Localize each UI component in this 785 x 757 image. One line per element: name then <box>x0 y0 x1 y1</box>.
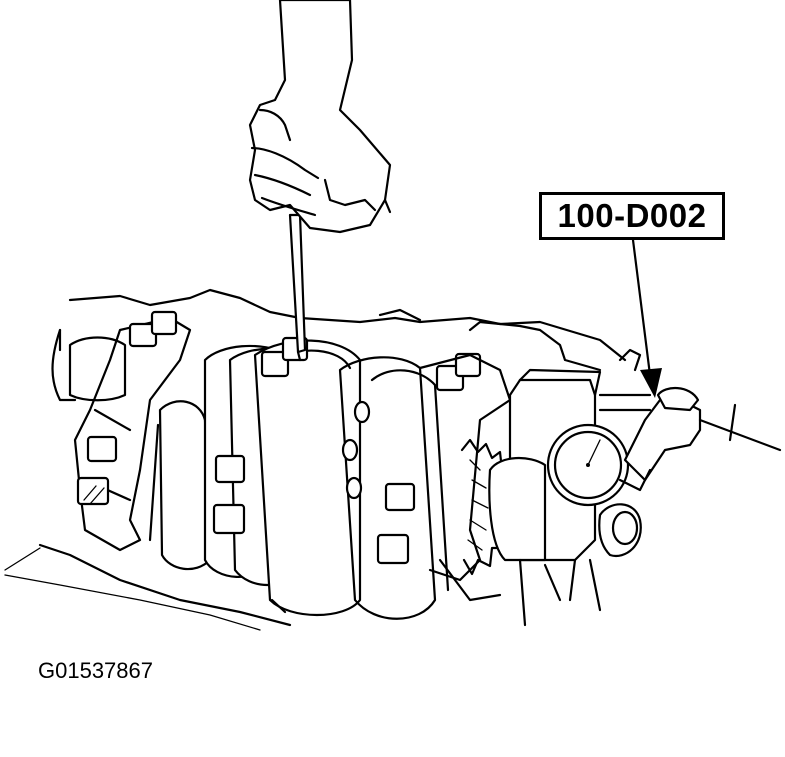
callout-leader <box>631 238 662 398</box>
technician-hand <box>248 0 392 234</box>
pry-bar <box>288 213 307 362</box>
cap-bolts-left <box>76 310 178 506</box>
tool-callout: 100-D002 <box>539 192 725 240</box>
dial-indicator <box>546 387 782 507</box>
tool-number-label: 100-D002 <box>557 197 707 234</box>
figure-id-label: G01537867 <box>38 658 153 683</box>
crank-counterweights <box>148 339 450 620</box>
cap-bolts-center <box>212 336 482 565</box>
main-bearing-cap-left <box>51 316 192 552</box>
web-oil-holes <box>341 400 371 500</box>
main-bearing-cap-right <box>418 353 512 602</box>
